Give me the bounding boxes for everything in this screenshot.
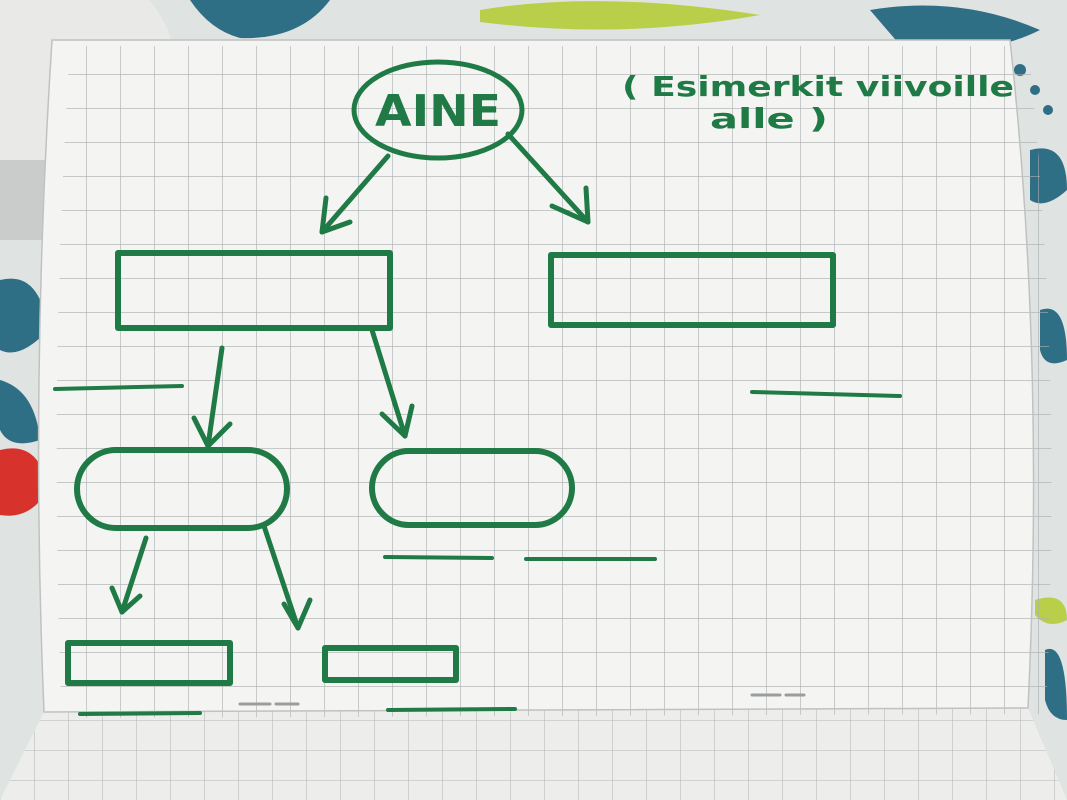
staple-icon (238, 693, 806, 706)
empty-box-left (115, 250, 393, 331)
arrow-box-down-right (369, 327, 415, 439)
arrow-oval-down-left (109, 535, 149, 615)
concept-map (53, 59, 902, 716)
answer-line (53, 384, 184, 391)
arrow-box-down-left (191, 345, 233, 449)
arrow-root-left (319, 153, 391, 235)
root-node (351, 59, 525, 161)
empty-box-right (548, 252, 836, 328)
lower-paper-page (0, 708, 1067, 800)
instruction-note-line1: ( Esimerkit viivoille (622, 70, 1014, 103)
empty-rounded-box-left (74, 447, 290, 531)
empty-small-box-left (65, 640, 233, 686)
empty-small-box-right (322, 645, 459, 683)
answer-line (78, 711, 202, 716)
instruction-note-line2: alle ) (710, 102, 828, 135)
arrow-root-right (505, 131, 591, 225)
empty-rounded-box-right (369, 448, 575, 528)
answer-line (386, 707, 517, 712)
answer-line (383, 555, 494, 560)
answer-line (750, 390, 902, 398)
arrow-oval-down-right (261, 523, 313, 631)
root-node-label: AINE (375, 86, 501, 137)
grid-paper-sheet (37, 39, 1052, 718)
